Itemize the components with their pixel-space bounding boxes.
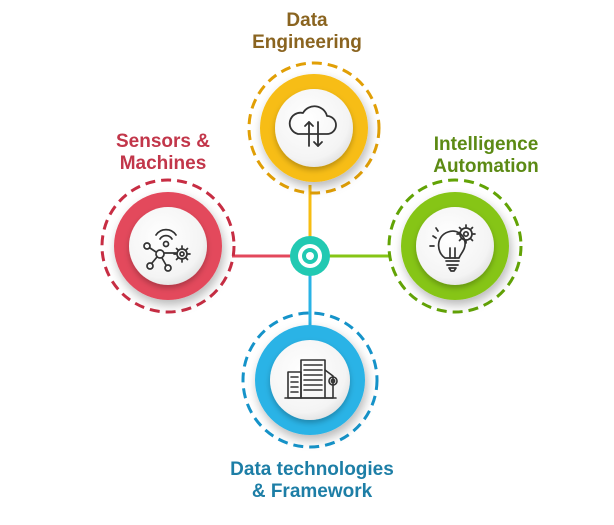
node-intelligence-automation [387, 178, 523, 314]
label-data-technologies: Data technologies & Framework [182, 459, 442, 503]
server-rack-icon [284, 359, 338, 399]
label-line: Engineering [252, 32, 362, 53]
node-data-technologies [241, 311, 379, 449]
label-line: & Framework [251, 481, 373, 502]
label-line: Sensors & [116, 131, 210, 152]
label-intelligence-automation: Intelligence Automation [386, 134, 586, 178]
label-sensors-machines: Sensors & Machines [78, 131, 248, 175]
node-data-engineering [247, 61, 381, 195]
label-line: Data technologies [230, 459, 394, 480]
node-sensors-machines [100, 178, 236, 314]
center-hub [290, 236, 330, 276]
wireless-network-gear-icon [143, 228, 191, 272]
label-data-engineering: Data Engineering [232, 10, 382, 54]
lightbulb-gear-icon [429, 224, 476, 272]
label-line: Machines [119, 153, 207, 174]
label-line: Intelligence [433, 134, 539, 155]
label-line: Automation [433, 156, 539, 177]
cloud-sync-icon [288, 105, 337, 147]
label-line: Data [286, 10, 328, 31]
